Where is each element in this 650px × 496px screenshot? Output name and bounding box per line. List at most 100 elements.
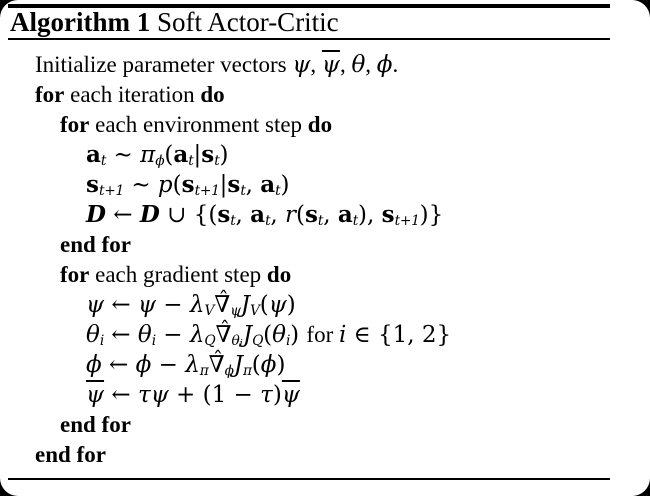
math-segment: t <box>352 213 359 230</box>
math-segment: ( <box>263 322 273 348</box>
math-segment: ( <box>164 142 174 168</box>
math-segment: J <box>240 292 251 318</box>
math-segment: | <box>193 142 202 168</box>
algorithm-line-9: ψ ← ψ − λVˆ∇ψJV(ψ) <box>86 286 296 320</box>
math-segment: ϕ <box>376 52 393 78</box>
math-segment: t <box>317 213 324 230</box>
math-segment: )} <box>419 202 444 228</box>
math-segment: Q <box>204 333 216 350</box>
math-segment: ) <box>286 292 296 318</box>
algorithm-line-7: end for <box>0 230 650 260</box>
math-segment: t <box>214 153 220 170</box>
math-segment: ϕ <box>260 352 277 378</box>
math-segment: ∪ {( <box>159 202 218 228</box>
math-segment: a <box>337 201 353 228</box>
math-segment: ∈ {1, 2} <box>346 322 452 348</box>
math-segment: , <box>270 202 285 228</box>
math-segment: r <box>284 202 296 228</box>
text-segment: do <box>266 262 292 287</box>
math-segment: + (1 − <box>168 382 261 408</box>
math-segment: ψ <box>150 382 169 408</box>
math-segment: a <box>173 141 189 168</box>
algorithm-line-8: for each gradient step do <box>0 260 650 290</box>
text-segment: do <box>200 82 225 107</box>
math-segment: , <box>235 202 251 228</box>
math-segment: ← <box>104 382 138 408</box>
math-segment: ∇ <box>215 322 232 348</box>
math-segment: i <box>99 333 104 350</box>
math-segment: a <box>260 171 276 198</box>
math-segment: ψ <box>321 52 340 78</box>
math-segment: s <box>86 171 99 198</box>
math-segment: λ <box>189 322 205 348</box>
text-segment: each iteration <box>64 82 201 107</box>
text-segment: end for <box>60 232 131 257</box>
algorithm-body: Initialize parameter vectors ψ, ψ, θ, ϕ.… <box>0 50 650 470</box>
math-segment: ∼ <box>106 142 141 168</box>
math-segment: J <box>242 322 253 348</box>
math-segment: ( <box>295 202 305 228</box>
math-segment: p <box>157 172 173 198</box>
algorithm-title: Soft Actor-Critic <box>150 7 339 37</box>
math-segment: ∇ <box>214 292 231 318</box>
text-segment: each gradient step <box>89 262 267 287</box>
math-segment: s <box>304 201 318 228</box>
math-segment: t <box>265 213 271 230</box>
math-segment: ϕ <box>224 363 234 380</box>
math-segment: ϕ <box>155 153 165 170</box>
math-segment: − <box>155 322 190 348</box>
math-segment: ψ <box>137 292 156 318</box>
algorithm-line-1: Initialize parameter vectors ψ, ψ, θ, ϕ. <box>0 50 650 80</box>
math-segment: ( <box>251 352 261 378</box>
math-segment: i <box>338 322 347 348</box>
math-segment: ϕ <box>86 352 102 378</box>
math-segment: θ <box>231 333 240 350</box>
text-segment: , <box>365 52 377 77</box>
algorithm-line-11: ϕ ← ϕ − λπˆ∇ϕJπ(ϕ) <box>86 346 286 380</box>
math-segment: ← <box>104 292 138 318</box>
algorithm-line-14: end for <box>0 440 650 470</box>
text-segment: , <box>310 52 322 77</box>
text-segment: for <box>35 82 65 107</box>
text-segment: for <box>60 262 90 287</box>
math-segment: ψ <box>268 292 287 318</box>
math-segment: i <box>151 333 156 350</box>
math-segment: s <box>217 201 231 228</box>
text-segment: for <box>60 112 90 137</box>
math-segment: t <box>188 153 194 170</box>
math-segment: ψ <box>86 292 105 318</box>
math-segment: π <box>199 363 209 380</box>
text-segment: end for <box>35 442 106 467</box>
math-segment: ψ <box>86 382 105 408</box>
algorithm-line-12: ψ ← τψ + (1 − τ)ψ <box>0 380 650 410</box>
math-segment: ( <box>172 172 182 198</box>
math-segment: ) <box>290 322 307 348</box>
text-segment: each environment step <box>89 112 308 137</box>
text-segment: Initialize parameter vectors <box>35 52 293 77</box>
math-segment: s <box>381 201 395 228</box>
math-segment: ∼ <box>124 172 158 198</box>
math-segment: π <box>140 142 156 168</box>
math-segment: Q <box>252 333 264 350</box>
math-segment: a <box>86 141 101 168</box>
math-segment: , <box>367 202 382 228</box>
math-segment: π <box>243 363 252 380</box>
math-segment: ← <box>105 202 140 228</box>
algorithm-label: Algorithm 1 <box>10 7 151 37</box>
math-segment: ) <box>358 202 367 228</box>
math-segment: s <box>227 171 241 198</box>
math-segment: t <box>275 183 281 200</box>
math-segment: ( <box>259 292 269 318</box>
math-segment: V <box>250 303 260 320</box>
bottom-rule <box>8 478 610 480</box>
math-segment: i <box>285 333 291 350</box>
text-segment: do <box>307 112 333 137</box>
algorithm-line-2: for each iteration do <box>0 80 650 110</box>
math-segment: τ <box>260 382 273 408</box>
top-rule <box>8 4 610 8</box>
algorithm-line-10: θi ← θi − λQˆ∇θiJQ(θi) for i ∈ {1, 2} <box>86 316 452 350</box>
math-segment: ) <box>272 382 282 408</box>
math-segment: ) <box>280 172 290 198</box>
title-rule <box>8 38 610 40</box>
math-segment: D <box>139 201 160 228</box>
